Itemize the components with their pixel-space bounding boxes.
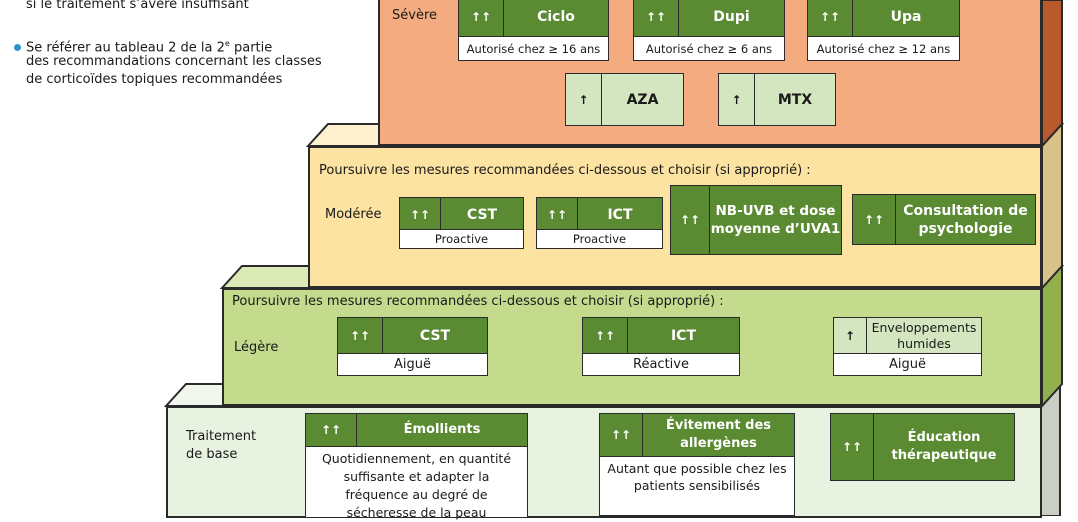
box-note: Autorisé chez ≥ 12 ans — [808, 36, 959, 60]
box-note: Proactive — [537, 229, 662, 248]
box-note: Aiguë — [338, 353, 487, 375]
arrows-icon: ↑↑ — [459, 0, 504, 37]
ciclo-box: ↑↑ Ciclo Autorisé chez ≥ 16 ans — [458, 0, 609, 61]
arrows-icon: ↑↑ — [583, 318, 628, 354]
mild-ict-box: ↑↑ ICT Réactive — [582, 317, 740, 376]
arrows-icon: ↑↑ — [831, 414, 874, 480]
box-title: AZA — [626, 91, 659, 108]
arrows-icon: ↑↑ — [400, 198, 441, 231]
box-title: Enveloppements humides — [871, 320, 977, 351]
box-title: Éducation thérapeutique — [891, 430, 997, 463]
bullet-icon — [14, 44, 21, 51]
arrows-icon: ↑↑ — [808, 0, 853, 37]
moderate-ict-box: ↑↑ ICT Proactive — [536, 197, 663, 249]
severe-level-label: Sévère — [392, 8, 437, 23]
arrow-icon: ↑ — [834, 318, 867, 354]
base-level-label: Traitement de base — [186, 429, 257, 462]
box-title: CST — [466, 206, 498, 223]
therapeutic-education-box: ↑↑ Éducation thérapeutique — [830, 413, 1015, 481]
arrows-icon: ↑↑ — [306, 414, 357, 446]
arrows-icon: ↑↑ — [634, 0, 679, 37]
box-note: Autant que possible chez les patients se… — [607, 461, 787, 493]
box-title: Évitement des allergènes — [665, 418, 772, 451]
box-note: Réactive — [583, 353, 739, 375]
mild-level-label: Légère — [234, 340, 279, 355]
box-note: Autorisé chez ≥ 6 ans — [634, 36, 784, 60]
box-title: Émollients — [403, 422, 481, 437]
box-title: Dupi — [713, 9, 750, 25]
note-line: Se référer au tableau 2 de la 2e partie — [26, 39, 273, 56]
note-line: de corticoïdes topiques recommandées — [26, 72, 283, 87]
emollients-box: ↑↑ Émollients Quotidiennement, en quanti… — [305, 413, 528, 520]
moderate-intro: Poursuivre les mesures recommandées ci-d… — [319, 163, 811, 178]
arrows-icon: ↑↑ — [338, 318, 383, 354]
box-title: Upa — [890, 9, 922, 25]
mild-intro: Poursuivre les mesures recommandées ci-d… — [232, 294, 724, 309]
box-title: CST — [419, 328, 451, 344]
arrows-icon: ↑↑ — [537, 198, 578, 231]
note-line: si le traitement s’avère insuffisant — [26, 0, 249, 12]
moderate-cst-box: ↑↑ CST Proactive — [399, 197, 524, 249]
upa-box: ↑↑ Upa Autorisé chez ≥ 12 ans — [807, 0, 960, 61]
allergen-avoidance-box: ↑↑ Évitement des allergènes Autant que p… — [599, 413, 795, 516]
arrow-icon: ↑ — [719, 74, 755, 125]
notes: si le traitement s’avère insuffisant Se … — [14, 0, 374, 100]
aza-box: ↑ AZA — [565, 73, 684, 126]
box-title: MTX — [777, 91, 813, 108]
box-title: ICT — [670, 328, 697, 344]
mild-cst-box: ↑↑ CST Aiguë — [337, 317, 488, 376]
box-note: Proactive — [400, 229, 523, 248]
box-note: Autorisé chez ≥ 16 ans — [459, 36, 608, 60]
phototherapy-box: ↑↑ NB-UVB et dose moyenne d’UVA1 — [670, 185, 842, 255]
box-title: Consultation de psychologie — [903, 202, 1028, 237]
arrow-icon: ↑ — [566, 74, 602, 125]
box-title: ICT — [607, 206, 633, 223]
box-note: Quotidiennement, en quantité suffisante … — [321, 451, 512, 520]
arrows-icon: ↑↑ — [853, 195, 896, 244]
box-title: NB-UVB et dose moyenne d’UVA1 — [710, 203, 841, 237]
dupi-box: ↑↑ Dupi Autorisé chez ≥ 6 ans — [633, 0, 785, 61]
box-title: Ciclo — [537, 9, 575, 25]
note-line: des recommandations concernant les class… — [26, 54, 322, 69]
mtx-box: ↑ MTX — [718, 73, 836, 126]
psychology-box: ↑↑ Consultation de psychologie — [852, 194, 1036, 245]
arrows-icon: ↑↑ — [600, 414, 643, 456]
moderate-level-label: Modérée — [325, 207, 382, 222]
arrows-icon: ↑↑ — [671, 186, 710, 254]
wet-wraps-box: ↑ Enveloppements humides Aiguë — [833, 317, 982, 376]
box-note: Aiguë — [834, 353, 981, 375]
